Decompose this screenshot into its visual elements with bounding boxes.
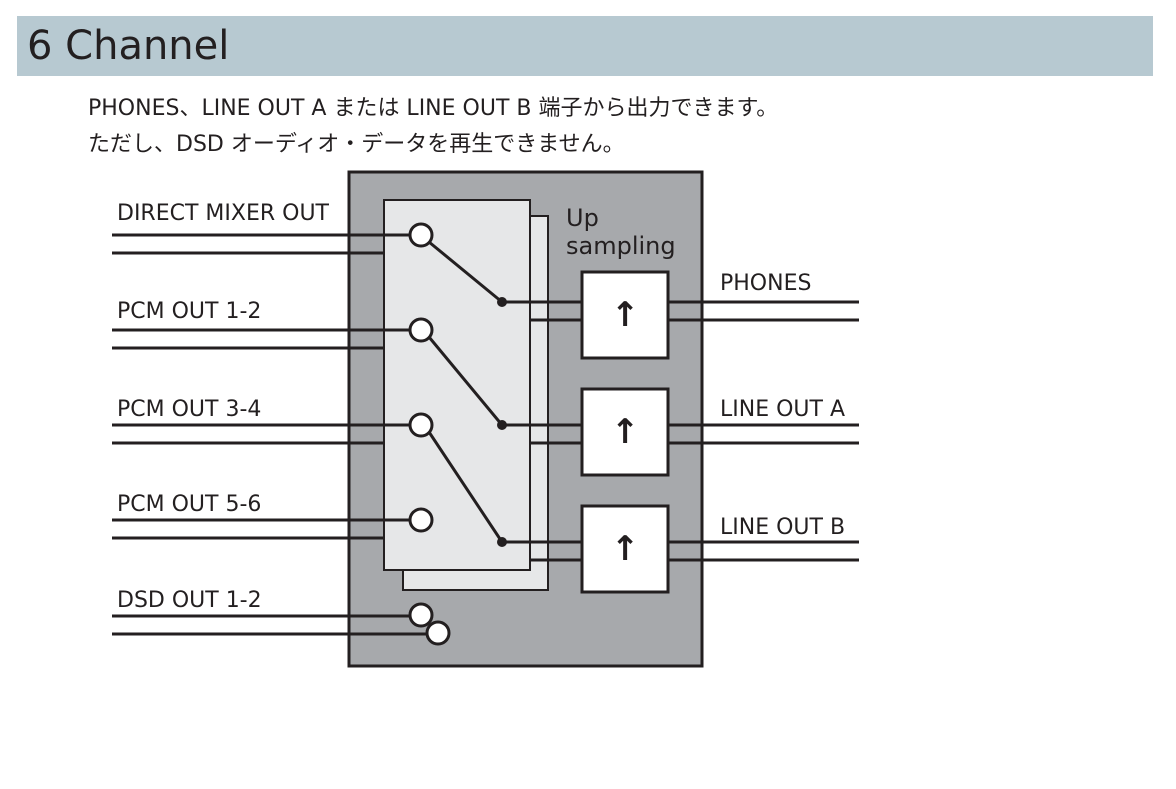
terminal-pcm12 xyxy=(408,317,434,343)
terminal-dsd-1 xyxy=(408,602,434,628)
label-sampling: sampling xyxy=(566,232,676,260)
up-arrow-icon: ↑ xyxy=(611,412,640,452)
label-dsd-out-1-2: DSD OUT 1-2 xyxy=(117,588,262,613)
label-line-out-b: LINE OUT B xyxy=(720,515,845,540)
label-pcm-out-1-2: PCM OUT 1-2 xyxy=(117,299,261,324)
terminal-dsd-2 xyxy=(425,620,451,646)
pivot-dots xyxy=(497,297,507,547)
description-line-2: ただし、DSD オーディオ・データを再生できません。 xyxy=(88,132,625,157)
switch-arm-1 xyxy=(428,240,503,304)
up-arrow-icon: ↑ xyxy=(611,529,640,569)
upsampler-box-line-out-b xyxy=(580,504,670,594)
switch-arm-2 xyxy=(427,336,504,426)
pivot-dot-2 xyxy=(497,420,507,430)
switch-panel-front xyxy=(383,199,531,571)
label-line-out-a: LINE OUT A xyxy=(720,397,845,422)
terminal-pcm56 xyxy=(408,507,434,533)
label-pcm-out-5-6: PCM OUT 5-6 xyxy=(117,492,261,517)
output-lines xyxy=(668,300,859,562)
page-title: 6 Channel xyxy=(27,23,230,69)
label-up: Up xyxy=(566,204,599,232)
switch-arms xyxy=(427,240,504,543)
upsampler-arrows: ↑ ↑ ↑ xyxy=(611,295,640,569)
switch-terminals xyxy=(408,222,451,646)
label-phones: PHONES xyxy=(720,271,811,296)
label-direct-mixer-out: DIRECT MIXER OUT xyxy=(117,201,330,226)
terminal-pcm34 xyxy=(408,412,434,438)
pivot-dot-3 xyxy=(497,537,507,547)
upsampler-box-line-out-a xyxy=(580,387,670,477)
title-bar: 6 Channel xyxy=(17,16,1153,76)
upsampler-boxes xyxy=(580,270,670,594)
terminal-direct-mixer xyxy=(408,222,434,248)
input-lines xyxy=(112,233,427,636)
label-pcm-out-3-4: PCM OUT 3-4 xyxy=(117,397,261,422)
internal-lines xyxy=(502,300,582,562)
switch-arm-3 xyxy=(427,431,504,543)
up-arrow-icon: ↑ xyxy=(611,295,640,335)
description-line-1: PHONES、LINE OUT A または LINE OUT B 端子から出力で… xyxy=(88,96,779,121)
upsampler-box-phones xyxy=(580,270,670,360)
pivot-dot-1 xyxy=(497,297,507,307)
